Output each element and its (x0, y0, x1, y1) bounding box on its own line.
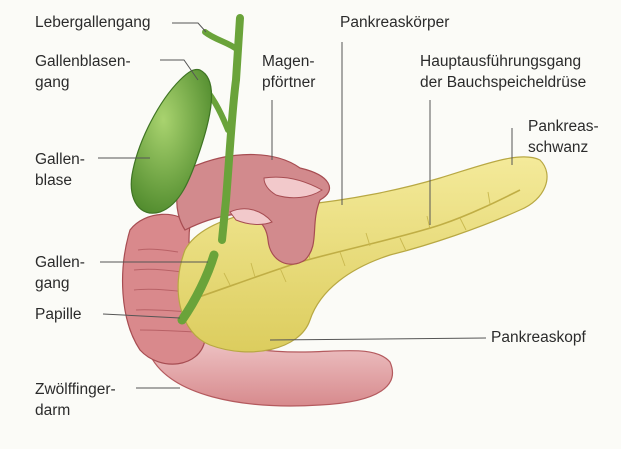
label-pankreasschwanz-line1: Pankreas- (528, 117, 599, 136)
label-pankreasschwanz-line2: schwanz (528, 138, 588, 157)
label-gallenblase-line2: blase (35, 171, 72, 190)
label-gallenblase-line1: Gallen- (35, 150, 85, 169)
label-magenpfoertner-line1: Magen- (262, 52, 315, 71)
hepatic-branch (205, 32, 238, 50)
label-gallengang-line1: Gallen- (35, 253, 85, 272)
label-pankreaskopf: Pankreaskopf (491, 328, 586, 347)
label-hauptausfuehrungsgang-line2: der Bauchspeicheldrüse (420, 73, 586, 92)
label-hauptausfuehrungsgang-line1: Hauptausführungsgang (420, 52, 581, 71)
label-gallengang-line2: gang (35, 274, 69, 293)
label-magenpfoertner-line2: pförtner (262, 73, 315, 92)
label-zwoelffingerdarm-line2: darm (35, 401, 70, 420)
label-lebergallengang: Lebergallengang (35, 13, 151, 32)
label-gallenblasengang-line1: Gallenblasen- (35, 52, 131, 71)
label-gallenblasengang-line2: gang (35, 73, 69, 92)
label-pankreaskoerper: Pankreaskörper (340, 13, 449, 32)
label-papille: Papille (35, 305, 82, 324)
label-zwoelffingerdarm-line1: Zwölffinger- (35, 380, 116, 399)
